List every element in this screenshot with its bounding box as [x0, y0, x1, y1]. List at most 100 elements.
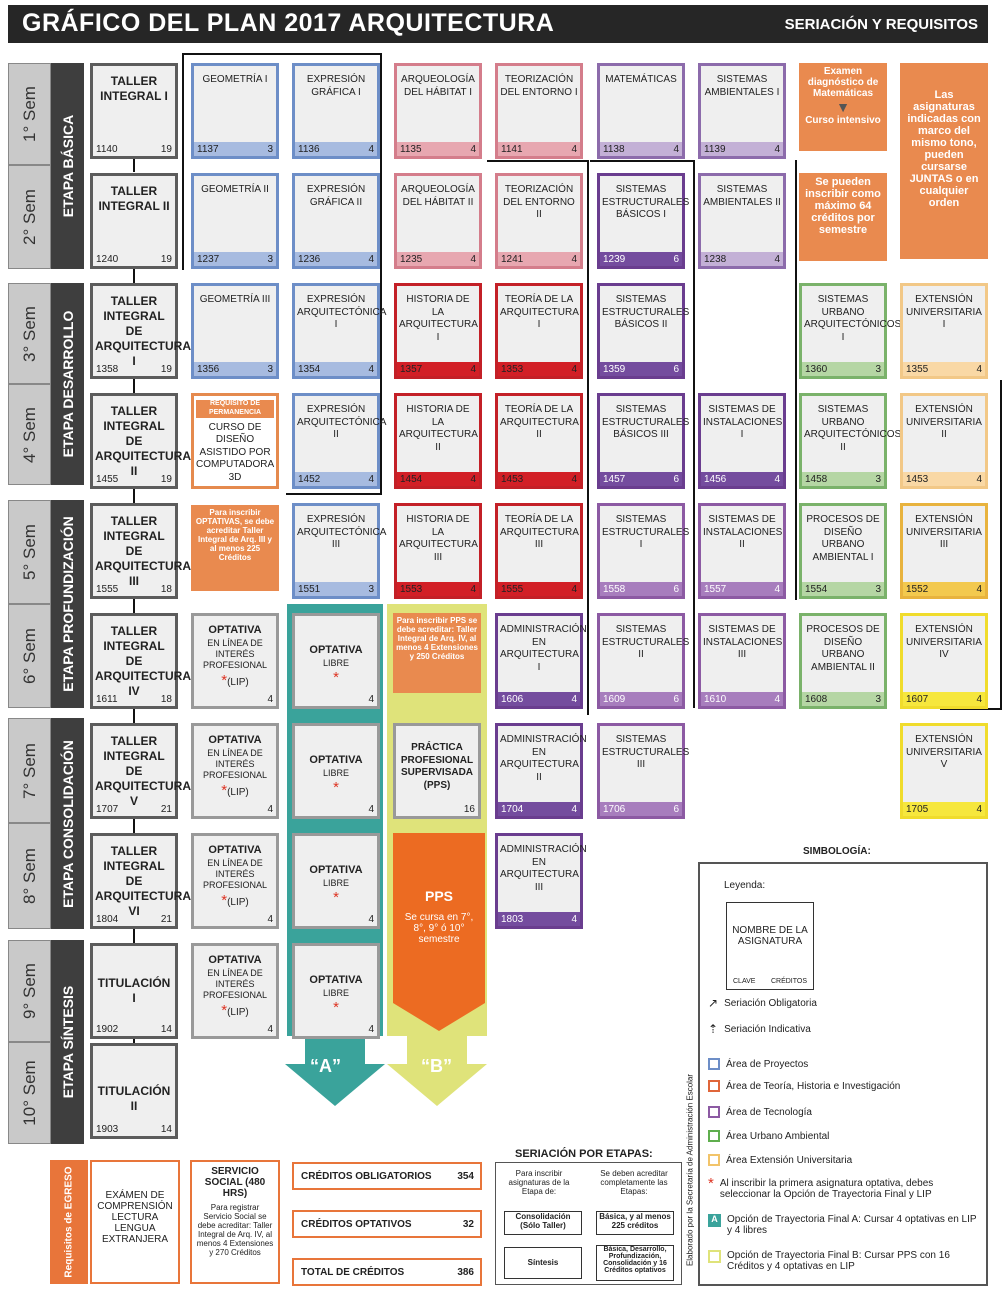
seriacion-title: SERIACIÓN POR ETAPAS: — [515, 1148, 653, 1160]
cad-course-card[interactable]: Requisito de permanenciaCURSO DE DISEÑO … — [191, 393, 279, 489]
seriation-line — [693, 160, 695, 708]
arrow-icon: ↗ — [708, 996, 719, 1010]
juntas-note: Las asignaturas indicadas con marco del … — [900, 63, 988, 259]
seriation-line — [590, 160, 695, 162]
social-service: SERVICIO SOCIAL (480 HRS)Para registrar … — [190, 1160, 280, 1284]
pps-arrow — [393, 833, 485, 1031]
seriation-line — [133, 1030, 135, 1052]
etapa-label: ETAPA DESARROLLO — [51, 283, 84, 485]
semester-label: 5° Sem — [8, 500, 51, 604]
pps-course-card[interactable]: PRÁCTICA PROFESIONAL SUPERVISADA (PPS)16 — [393, 723, 481, 819]
seriation-line — [182, 53, 382, 55]
legend-box: Leyenda: NOMBRE DE LA ASIGNATURA CLAVE C… — [698, 862, 988, 1286]
etapa-label: ETAPA SÍNTESIS — [51, 940, 84, 1144]
legend-item: *Al inscribir la primera asignatura opta… — [708, 1175, 934, 1200]
egreso-label: Requisitos de EGRESO — [50, 1160, 88, 1284]
seriation-line — [182, 53, 184, 270]
seriation-line — [133, 592, 135, 614]
seriation-line — [133, 702, 135, 724]
seriation-line — [133, 482, 135, 504]
semester-label: 8° Sem — [8, 823, 51, 929]
pps-big-label: PPS — [424, 888, 453, 904]
seriation-line — [487, 160, 587, 162]
seriation-line — [133, 262, 135, 284]
math-exam-note: Examen diagnóstico de Matemáticas▼Curso … — [799, 63, 887, 151]
etapa-label: ETAPA CONSOLIDACIÓN — [51, 718, 84, 929]
seriation-line — [587, 160, 589, 715]
semester-label: 1° Sem — [8, 63, 51, 165]
legend-item: Área de Tecnología — [708, 1106, 812, 1118]
etapa-label: ETAPA PROFUNDIZACIÓN — [51, 500, 84, 708]
route-arrows — [285, 1036, 487, 1106]
semester-label: 7° Sem — [8, 718, 51, 823]
pps-requirement-note: Para inscribir PPS se debe acreditar: Ta… — [393, 613, 481, 693]
legend-item: Área Urbano Ambiental — [708, 1130, 829, 1142]
route-b-label: “B” — [421, 1056, 452, 1076]
semester-label: 10° Sem — [8, 1042, 51, 1144]
seriation-line — [795, 160, 797, 600]
